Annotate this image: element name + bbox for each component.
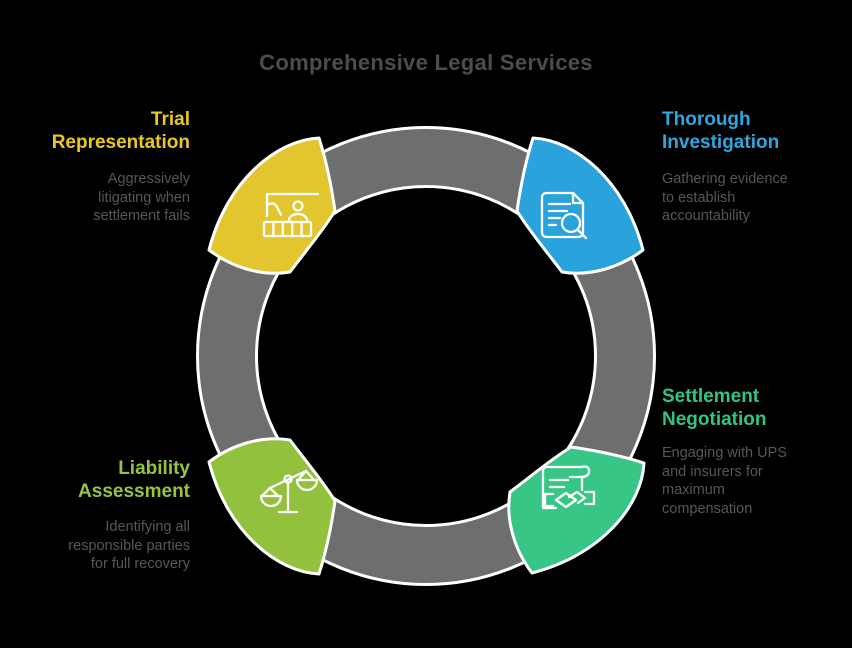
label-line: Trial bbox=[150, 109, 190, 130]
contract-handshake-icon bbox=[541, 465, 596, 510]
cycle-ring bbox=[196, 126, 656, 586]
node-description-settlement-negotiation: Engaging with UPS and insurers for maxim… bbox=[662, 444, 827, 518]
courtroom-podium-icon bbox=[262, 192, 320, 238]
node-label-settlement-negotiation: Settlement Negotiation bbox=[662, 385, 827, 431]
node-description-liability-assessment: Identifying all responsible parties for … bbox=[40, 518, 190, 574]
label-line: Representation bbox=[51, 132, 190, 153]
label-line: Liability bbox=[118, 458, 190, 479]
scales-icon bbox=[259, 469, 319, 514]
desc-line: Aggressively bbox=[107, 171, 190, 187]
label-line: Thorough bbox=[662, 109, 751, 130]
ring-body bbox=[199, 129, 653, 583]
label-line: Assessment bbox=[78, 481, 190, 502]
desc-line: accountability bbox=[662, 208, 750, 224]
label-line: Investigation bbox=[662, 132, 780, 153]
node-shape-trial-representation bbox=[207, 136, 337, 275]
desc-line: settlement fails bbox=[93, 208, 190, 224]
desc-line: Engaging with UPS bbox=[662, 445, 787, 461]
page-title: Comprehensive Legal Services bbox=[259, 50, 593, 75]
desc-line: litigating when bbox=[98, 189, 190, 206]
node-label-liability-assessment: Liability Assessment bbox=[40, 457, 190, 503]
desc-line: to establish bbox=[662, 189, 736, 206]
desc-line: maximum bbox=[662, 482, 725, 498]
desc-line: for full recovery bbox=[90, 556, 190, 572]
desc-line: compensation bbox=[662, 500, 753, 517]
document-search-icon bbox=[540, 191, 588, 240]
desc-line: Identifying all bbox=[105, 519, 190, 535]
label-line: Negotiation bbox=[662, 409, 767, 430]
node-label-thorough-investigation: Thorough Investigation bbox=[662, 108, 827, 154]
node-label-trial-representation: Trial Representation bbox=[40, 108, 190, 154]
desc-line: and insurers for bbox=[662, 463, 763, 480]
node-description-trial-representation: Aggressively litigating when settlement … bbox=[40, 170, 190, 226]
node-shape-thorough-investigation bbox=[515, 136, 645, 275]
label-line: Settlement bbox=[662, 386, 760, 407]
desc-line: responsible parties bbox=[68, 537, 190, 554]
desc-line: Gathering evidence bbox=[662, 171, 788, 187]
node-description-thorough-investigation: Gathering evidence to establish accounta… bbox=[662, 170, 827, 226]
